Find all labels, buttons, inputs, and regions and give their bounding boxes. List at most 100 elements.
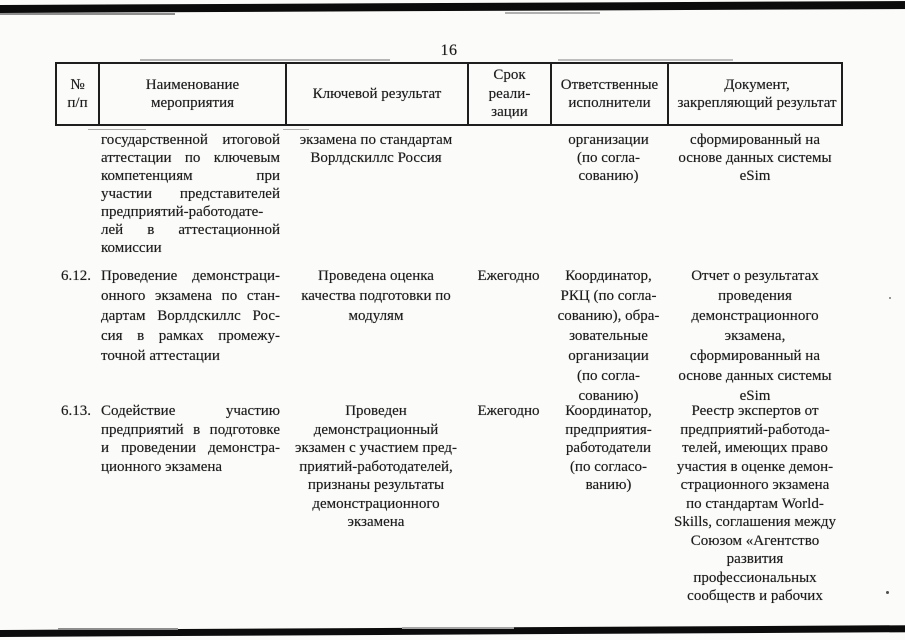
- text-line: Проведена оценка: [318, 268, 434, 284]
- text-line: реали-: [488, 85, 531, 102]
- text-line: зации: [491, 104, 528, 121]
- scan-smudge: [402, 627, 514, 629]
- text-line: компетенциям при: [101, 168, 280, 184]
- text-line: модулям: [348, 308, 404, 324]
- text-line: п/п: [67, 95, 88, 111]
- activity-cell: государственной итоговой аттестации по кл…: [98, 131, 285, 257]
- text-line: ванию): [585, 477, 632, 493]
- text-line: 6.13.: [61, 403, 91, 419]
- text-line: признаны результаты: [307, 477, 445, 493]
- text-line: зовательные: [569, 328, 648, 344]
- header-cell-activity: Наименование мероприятия: [100, 64, 287, 124]
- row-number-cell: 6.13.: [55, 402, 98, 606]
- text-line: предприятия-: [565, 421, 652, 438]
- text-line: сия в рамках промежу-: [101, 328, 280, 344]
- table-row: государственной итоговой аттестации по кл…: [55, 131, 843, 257]
- text-line: лей в аттестационной: [101, 222, 280, 238]
- table-header-row: № п/п Наименование мероприятия Ключевой ре…: [55, 62, 843, 126]
- term-cell: [467, 131, 550, 257]
- scan-smudge: [58, 628, 178, 630]
- text-line: демонстрационного: [691, 308, 819, 324]
- text-line: организации: [568, 132, 649, 148]
- text-line: Координатор,: [565, 403, 652, 419]
- text-line: (по согла-: [577, 150, 640, 166]
- text-line: (по согла-: [577, 368, 640, 384]
- text-line: закрепляющий результат: [677, 95, 837, 111]
- text-line: развития: [726, 551, 784, 567]
- text-line: телей, имеющих право: [682, 440, 828, 456]
- header-cell-num: № п/п: [57, 64, 100, 124]
- text-line: государственной итоговой: [101, 132, 280, 148]
- text-line: аттестации по ключевым: [101, 150, 280, 166]
- document-cell: Реестр экспертов от предприятий-работода-…: [667, 402, 843, 606]
- text-line: работодатели: [565, 440, 652, 456]
- text-line: исполнители: [568, 95, 651, 111]
- scan-smudge: [558, 59, 733, 61]
- text-line: предприятий в подготовке: [101, 421, 280, 438]
- scan-smudge: [0, 13, 175, 15]
- term-cell: Ежегодно: [467, 402, 550, 606]
- text-line: (по согласо-: [569, 458, 648, 475]
- text-line: предприятий-работодате-: [101, 204, 264, 220]
- text-line: Skills, соглашения между: [674, 514, 836, 530]
- text-line: Координатор,: [565, 268, 652, 284]
- table-row: 6.13. Содействие участию предприятий в под…: [55, 402, 843, 606]
- text-line: сформированный на: [690, 132, 820, 148]
- text-line: комиссии: [101, 240, 162, 256]
- text-line: ционного экзамена: [101, 458, 223, 475]
- text-line: сообществ и рабочих: [687, 588, 823, 604]
- text-line: 6.12.: [61, 268, 91, 284]
- text-line: Союзом «Агентство: [690, 532, 820, 549]
- text-line: сованию), обра-: [557, 308, 660, 324]
- text-line: основе данных системы: [678, 150, 832, 166]
- scan-speck: [886, 591, 889, 594]
- text-line: экзамена,: [724, 328, 786, 344]
- row-number-cell: [55, 131, 98, 257]
- row-number-cell: 6.12.: [55, 266, 98, 406]
- text-line: и проведении демонстра-: [101, 440, 280, 456]
- responsible-cell: Координатор, РКЦ (по согла-сованию), обра…: [550, 266, 667, 406]
- text-line: страционного экзамена: [680, 477, 830, 493]
- text-line: экзамена по стандартам: [299, 132, 453, 148]
- text-line: Документ,: [724, 76, 790, 93]
- text-line: приятий-работодателей,: [299, 458, 453, 475]
- text-line: точной аттестации: [101, 348, 220, 364]
- text-line: Ответственные: [560, 76, 659, 93]
- text-line: дартам Ворлдскиллс Рос-: [101, 308, 280, 324]
- text-line: Ежегодно: [477, 268, 540, 284]
- header-cell-document: Документ, закрепляющий результат: [669, 64, 845, 124]
- text-line: Отчет о результатах: [691, 268, 819, 284]
- text-line: по стандартам World-: [686, 495, 824, 512]
- text-line: Проведение демонстраци-: [101, 268, 280, 284]
- text-line: РКЦ (по согла-: [560, 288, 657, 304]
- text-line: мероприятия: [150, 95, 235, 111]
- text-line: демонстрационный: [313, 421, 439, 438]
- scan-edge-top-bar: [0, 0, 905, 13]
- text-line: Ключевой результат: [312, 85, 442, 102]
- page-number: 16: [440, 42, 458, 59]
- text-line: сованию): [578, 168, 639, 184]
- text-line: Ежегодно: [477, 403, 540, 419]
- table-row: 6.12. Проведение демонстраци-онного экзам…: [55, 266, 843, 406]
- text-line: сформированный на: [690, 348, 820, 364]
- text-line: eSim: [739, 388, 771, 404]
- text-line: Срок: [493, 67, 526, 84]
- text-line: участия в оценке демон-: [676, 458, 834, 475]
- text-line: экзамена: [347, 514, 405, 530]
- term-cell: Ежегодно: [467, 266, 550, 406]
- text-line: предприятий-работода-: [680, 421, 830, 438]
- text-line: Наименование: [145, 76, 240, 93]
- text-line: №: [70, 76, 85, 93]
- text-line: сованию): [578, 388, 639, 404]
- text-line: Содействие участию: [101, 403, 280, 419]
- responsible-cell: Координатор, предприятия-работодатели (по …: [550, 402, 667, 606]
- scan-smudge: [140, 59, 390, 61]
- text-line: онного экзамена по стан-: [101, 288, 280, 304]
- text-line: Реестр экспертов от: [691, 403, 819, 419]
